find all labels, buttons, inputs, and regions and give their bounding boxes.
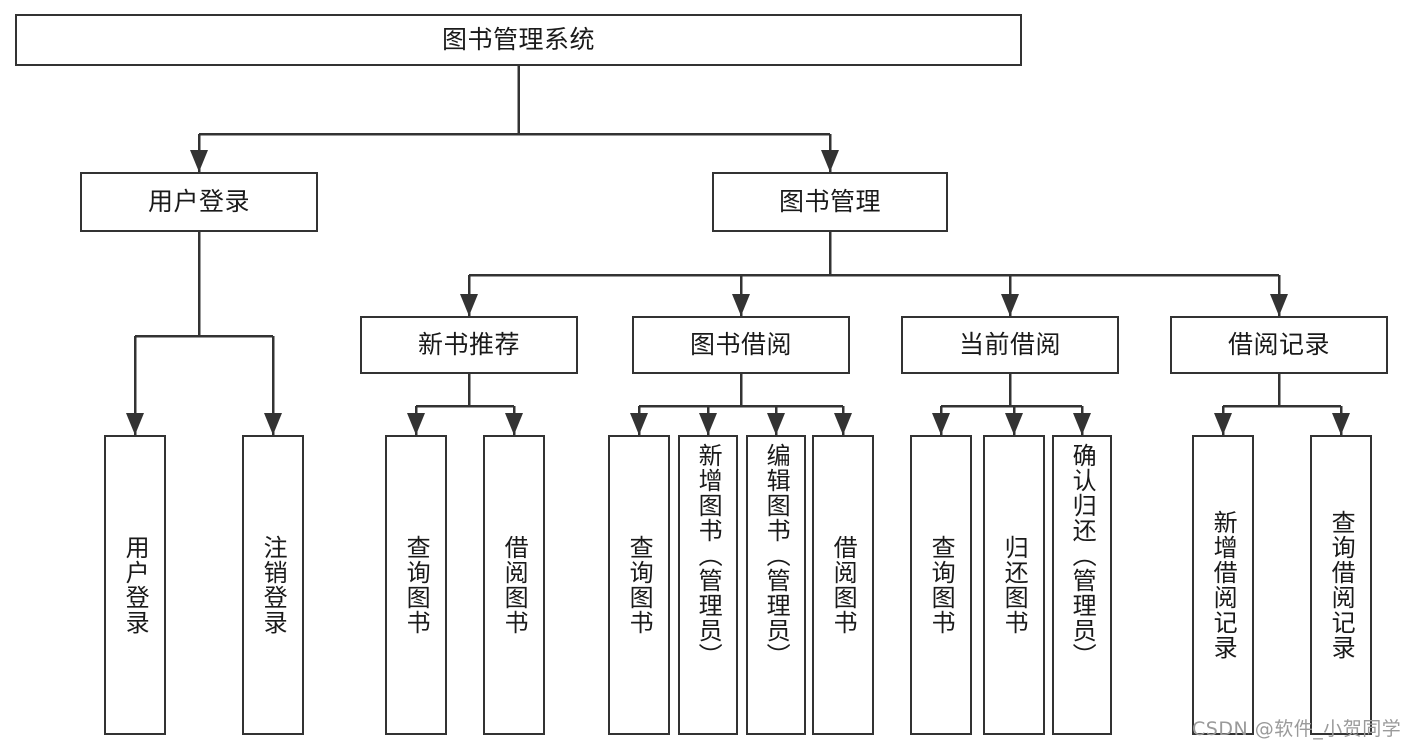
node-borrow-record[interactable]: 借阅记录 xyxy=(1170,316,1388,374)
node-book-management[interactable]: 图书管理 xyxy=(712,172,948,232)
node-label: 当前借阅 xyxy=(958,330,1061,360)
node-label: 借阅记录 xyxy=(1227,330,1330,360)
arrowhead-icon xyxy=(1332,413,1350,435)
arrowhead-icon xyxy=(630,413,648,435)
node-label: 新增图书（管理员） xyxy=(694,443,723,668)
node-label: 新增借阅记录 xyxy=(1209,510,1238,660)
node-user-login[interactable]: 用户登录 xyxy=(80,172,318,232)
node-book-borrow[interactable]: 图书借阅 xyxy=(632,316,850,374)
node-leaf-user-login[interactable]: 用户登录 xyxy=(104,435,166,735)
arrowhead-icon xyxy=(407,413,425,435)
node-leaf-query-book-3[interactable]: 查询图书 xyxy=(910,435,972,735)
node-label: 查询图书 xyxy=(402,535,431,635)
node-label: 编辑图书（管理员） xyxy=(762,443,791,668)
node-label: 注销登录 xyxy=(259,535,288,635)
arrowhead-icon xyxy=(699,413,717,435)
arrowhead-icon xyxy=(264,413,282,435)
node-label: 用户登录 xyxy=(121,535,150,635)
node-leaf-query-book-2[interactable]: 查询图书 xyxy=(608,435,670,735)
node-label: 借阅图书 xyxy=(500,535,529,635)
node-leaf-query-book-1[interactable]: 查询图书 xyxy=(385,435,447,735)
node-leaf-confirm-return[interactable]: 确认归还（管理员） xyxy=(1052,435,1112,735)
arrowhead-icon xyxy=(126,413,144,435)
arrowhead-icon xyxy=(460,294,478,316)
watermark: CSDN @软件_小贺同学 xyxy=(1192,718,1402,740)
arrowhead-icon xyxy=(821,150,839,172)
arrowhead-icon xyxy=(1073,413,1091,435)
node-label: 新书推荐 xyxy=(417,330,520,360)
arrowhead-icon xyxy=(834,413,852,435)
node-leaf-borrow-book-2[interactable]: 借阅图书 xyxy=(812,435,874,735)
node-label: 查询借阅记录 xyxy=(1327,510,1356,660)
arrowhead-icon xyxy=(190,150,208,172)
arrowhead-icon xyxy=(767,413,785,435)
node-label: 图书管理 xyxy=(778,187,881,217)
node-leaf-borrow-book-1[interactable]: 借阅图书 xyxy=(483,435,545,735)
arrowhead-icon xyxy=(1270,294,1288,316)
node-leaf-user-logout[interactable]: 注销登录 xyxy=(242,435,304,735)
arrowhead-icon xyxy=(1001,294,1019,316)
node-label: 图书管理系统 xyxy=(441,25,595,55)
node-leaf-edit-book[interactable]: 编辑图书（管理员） xyxy=(746,435,806,735)
node-label: 确认归还（管理员） xyxy=(1068,443,1097,668)
node-label: 查询图书 xyxy=(625,535,654,635)
node-new-book-recommend[interactable]: 新书推荐 xyxy=(360,316,578,374)
node-leaf-return-book[interactable]: 归还图书 xyxy=(983,435,1045,735)
node-label: 借阅图书 xyxy=(829,535,858,635)
arrowhead-icon xyxy=(932,413,950,435)
node-leaf-query-record[interactable]: 查询借阅记录 xyxy=(1310,435,1372,735)
node-leaf-add-record[interactable]: 新增借阅记录 xyxy=(1192,435,1254,735)
node-root[interactable]: 图书管理系统 xyxy=(15,14,1022,66)
node-label: 查询图书 xyxy=(927,535,956,635)
arrowhead-icon xyxy=(505,413,523,435)
node-label: 用户登录 xyxy=(147,187,250,217)
arrowhead-icon xyxy=(1005,413,1023,435)
node-label: 图书借阅 xyxy=(689,330,792,360)
node-current-borrow[interactable]: 当前借阅 xyxy=(901,316,1119,374)
node-label: 归还图书 xyxy=(1000,535,1029,635)
node-leaf-add-book[interactable]: 新增图书（管理员） xyxy=(678,435,738,735)
arrowhead-icon xyxy=(1214,413,1232,435)
arrowhead-icon xyxy=(732,294,750,316)
